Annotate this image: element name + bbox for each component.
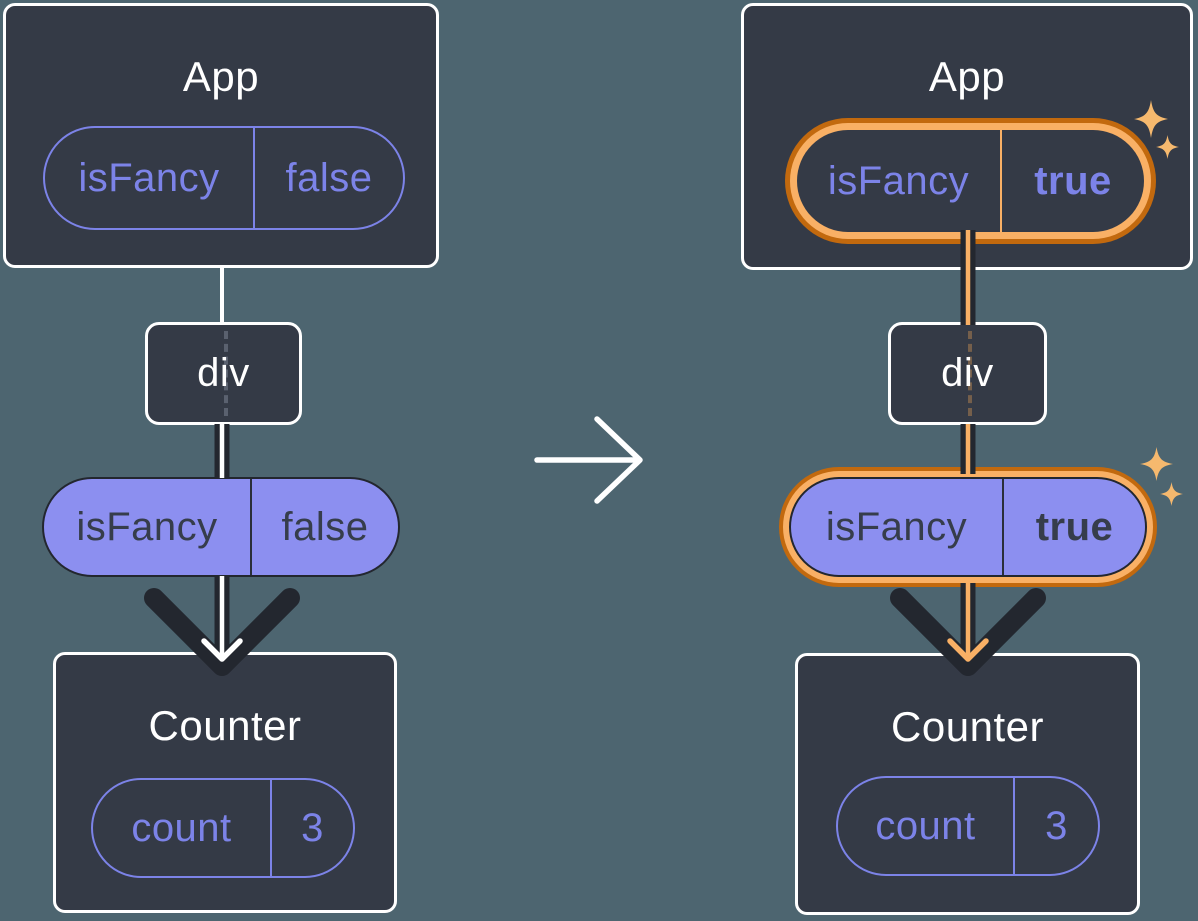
sparkle-icon (1160, 482, 1183, 506)
div-label: div (941, 351, 994, 395)
app-title: App (928, 53, 1006, 100)
pill-divider (1000, 130, 1002, 232)
prop-key: isFancy (76, 504, 218, 549)
connector-hint-line (967, 331, 972, 416)
pill-divider (270, 780, 272, 876)
state-key: count (131, 805, 232, 850)
counter-state-pill-after: count 3 (836, 776, 1100, 876)
sparkle-icon (1140, 447, 1173, 481)
transition-arrow-icon (534, 416, 643, 504)
state-value: true (1034, 158, 1112, 203)
app-component-box-after: App isFancy true (741, 3, 1193, 270)
state-value: 3 (1045, 803, 1068, 848)
prop-key: isFancy (825, 504, 968, 549)
sparkle-icon (1156, 135, 1179, 159)
sparkle-icon (1134, 100, 1168, 138)
prop-value: false (281, 504, 369, 549)
pill-divider (1002, 479, 1004, 575)
state-key: isFancy (78, 155, 220, 200)
div-element-box-before: div (145, 322, 302, 425)
app-state-pill-before: isFancy false (43, 126, 405, 230)
pill-divider (250, 479, 252, 575)
div-label: div (197, 351, 250, 395)
state-value: false (285, 155, 373, 200)
state-key: isFancy (827, 158, 970, 203)
app-title: App (182, 53, 260, 100)
connector-hint-line (223, 331, 228, 416)
state-key: count (875, 803, 976, 848)
pill-divider (253, 128, 255, 228)
counter-title: Counter (891, 703, 1044, 750)
counter-component-box-after: Counter count 3 (795, 653, 1140, 915)
counter-component-box-before: Counter count 3 (53, 652, 397, 913)
counter-title: Counter (148, 702, 302, 749)
div-element-box-after: div (888, 322, 1047, 425)
app-state-pill-after-highlighted: isFancy true (797, 130, 1144, 232)
prop-pill-before: isFancy false (42, 477, 400, 577)
state-value: 3 (301, 805, 324, 850)
prop-value: true (1035, 504, 1114, 549)
app-component-box-before: App isFancy false (3, 3, 439, 268)
prop-pill-after-highlighted: isFancy true (789, 477, 1147, 577)
pill-divider (1013, 778, 1015, 874)
counter-state-pill-before: count 3 (91, 778, 355, 878)
